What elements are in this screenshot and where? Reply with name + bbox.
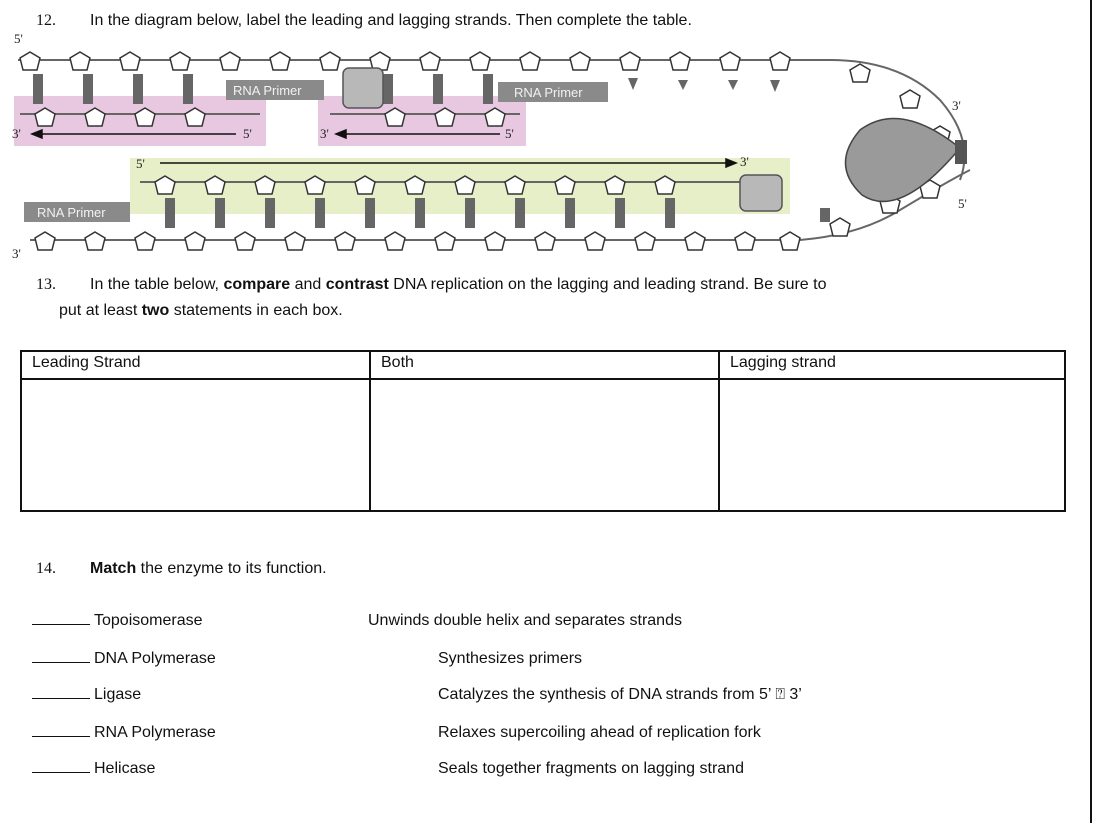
enzyme-label: RNA Polymerase bbox=[94, 724, 216, 741]
primer-1: RNA Primer bbox=[226, 80, 324, 100]
label-3prime-lag1: 3' bbox=[12, 126, 21, 141]
top-parent-nucleotides bbox=[19, 51, 951, 145]
enzyme-label: Helicase bbox=[94, 760, 156, 777]
cell-both[interactable] bbox=[369, 378, 720, 512]
bottom-parent-nucleotides bbox=[34, 179, 941, 251]
function-3: Catalyzes the synthesis of DNA strands f… bbox=[438, 686, 802, 703]
q12-number: 12. bbox=[36, 12, 56, 29]
enzyme-label: Ligase bbox=[94, 686, 142, 703]
label-3prime-lead: 3' bbox=[740, 154, 749, 169]
direction-arrows bbox=[29, 128, 739, 169]
enzyme-label: DNA Polymerase bbox=[94, 650, 216, 667]
cell-lagging[interactable] bbox=[718, 378, 1066, 512]
function-4: Relaxes supercoiling ahead of replicatio… bbox=[438, 724, 761, 741]
answer-blank[interactable] bbox=[32, 624, 90, 625]
header-both: Both bbox=[369, 350, 720, 380]
match-row-3: Ligase bbox=[32, 686, 141, 704]
q14-number: 14. bbox=[36, 560, 56, 577]
cell-leading[interactable] bbox=[20, 378, 371, 512]
answer-blank[interactable] bbox=[32, 698, 90, 699]
function-1: Unwinds double helix and separates stran… bbox=[368, 612, 682, 629]
match-row-1: Topoisomerase bbox=[32, 612, 203, 630]
q12-text: In the diagram below, label the leading … bbox=[90, 12, 692, 29]
fork-base-pair bbox=[955, 140, 967, 164]
q13-line1: In the table below, compare and contrast… bbox=[90, 276, 827, 293]
leading-daughter-nucleotides bbox=[154, 175, 676, 195]
svg-text:RNA Primer: RNA Primer bbox=[514, 85, 583, 100]
primer-3: RNA Primer bbox=[24, 202, 130, 222]
leading-polymerase bbox=[739, 174, 783, 212]
label-3prime-fork: 3' bbox=[952, 98, 961, 113]
compare-table: Leading Strand Both Lagging strand bbox=[20, 350, 1066, 512]
lagging-daughter-nucleotides bbox=[34, 107, 506, 127]
q14-text: Match the enzyme to its function. bbox=[90, 560, 327, 577]
svg-text:RNA Primer: RNA Primer bbox=[37, 205, 106, 220]
lagging-polymerase bbox=[342, 67, 384, 109]
match-row-4: RNA Polymerase bbox=[32, 724, 216, 742]
header-lagging: Lagging strand bbox=[718, 350, 1066, 380]
q13-number: 13. bbox=[36, 276, 56, 293]
match-row-2: DNA Polymerase bbox=[32, 650, 216, 668]
label-5prime-fork: 5' bbox=[958, 196, 967, 211]
top-base-pairs bbox=[33, 74, 780, 104]
match-row-5: Helicase bbox=[32, 760, 155, 778]
label-5prime-lead: 5' bbox=[136, 156, 145, 171]
bottom-base-pairs bbox=[165, 198, 830, 228]
answer-blank[interactable] bbox=[32, 662, 90, 663]
label-3prime-lag2: 3' bbox=[320, 126, 329, 141]
svg-text:RNA Primer: RNA Primer bbox=[233, 83, 302, 98]
header-leading: Leading Strand bbox=[20, 350, 371, 380]
page-edge-rule bbox=[1090, 0, 1092, 823]
q13-line2: put at least two statements in each box. bbox=[59, 302, 343, 319]
label-5prime-lag1: 5' bbox=[243, 126, 252, 141]
helicase-shape bbox=[844, 117, 962, 203]
answer-blank[interactable] bbox=[32, 736, 90, 737]
label-3prime-bottom: 3' bbox=[12, 246, 21, 261]
function-5: Seals together fragments on lagging stra… bbox=[438, 760, 744, 777]
function-2: Synthesizes primers bbox=[438, 650, 583, 667]
primer-2: RNA Primer bbox=[498, 82, 608, 102]
label-5prime-top: 5' bbox=[14, 31, 23, 46]
dna-replication-diagram: RNA Primer RNA Primer RNA Primer 5' 3' 5… bbox=[12, 31, 971, 261]
enzyme-label: Topoisomerase bbox=[94, 612, 203, 629]
label-5prime-lag2: 5' bbox=[505, 126, 514, 141]
answer-blank[interactable] bbox=[32, 772, 90, 773]
